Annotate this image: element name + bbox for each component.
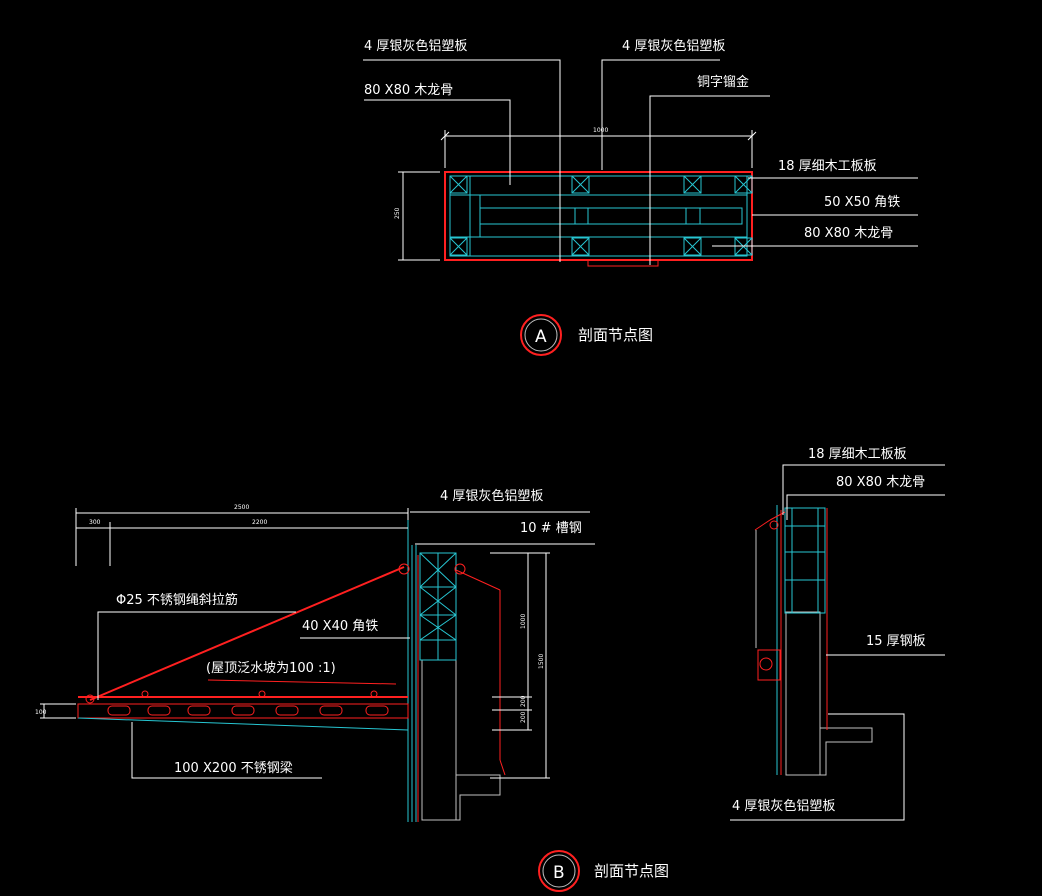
section-b-marker-circle xyxy=(538,850,580,892)
section-a-label-wood-keel-bottom: 80 X80 木龙骨 xyxy=(804,226,893,241)
section-b-dim-v2: 1500 xyxy=(538,654,545,669)
section-c-label-blockboard: 18 厚细木工板板 xyxy=(808,447,907,462)
section-b-label-panel: 4 厚银灰色铝塑板 xyxy=(440,488,543,504)
section-b-label-slope-note: (屋顶泛水坡为100 :1) xyxy=(206,661,336,676)
section-b-dim-beam-h: 100 xyxy=(35,709,47,716)
section-b-marker: B xyxy=(553,863,565,883)
section-b-label-beam: 100 X200 不锈钢梁 xyxy=(174,761,293,776)
section-a-marker-circle xyxy=(520,314,562,356)
section-a-wood-frame xyxy=(449,175,748,257)
section-b-label-angle-iron: 40 X40 角铁 xyxy=(302,619,378,634)
section-b-dim-v3: 200 xyxy=(520,695,527,707)
section-b-label-cable: Φ25 不锈钢绳斜拉筋 xyxy=(116,592,238,608)
section-c-label-panel: 4 厚银灰色铝塑板 xyxy=(732,798,835,814)
section-c-label-steel-plate: 15 厚钢板 xyxy=(866,634,926,649)
section-a-label-wood-keel-top: 80 X80 木龙骨 xyxy=(364,83,453,98)
section-b-dim-v1: 1000 xyxy=(520,614,527,629)
section-c-frame xyxy=(784,507,826,614)
section-a-label-panel-right: 4 厚银灰色铝塑板 xyxy=(622,38,725,54)
section-a-dim-height: 250 xyxy=(394,207,401,219)
section-a-label-blockboard: 18 厚细木工板板 xyxy=(778,159,877,174)
section-a-label-angle-iron: 50 X50 角铁 xyxy=(824,195,900,210)
section-c-detail: 18 厚细木工板板 80 X80 木龙骨 15 厚钢板 4 厚银灰色铝塑板 xyxy=(730,447,945,821)
section-a-label-copper-letter: 铜字镏金 xyxy=(697,74,749,90)
section-c-label-wood-keel: 80 X80 木龙骨 xyxy=(836,475,925,490)
section-b-dim-total: 2500 xyxy=(234,504,249,511)
section-b-dim-right: 2200 xyxy=(252,519,267,526)
section-b-dim-v4: 200 xyxy=(520,711,527,723)
section-b-label-channel-steel: 10 # 槽钢 xyxy=(520,521,582,536)
section-a-title: 剖面节点图 xyxy=(578,326,653,344)
section-b-dim-left: 300 xyxy=(89,519,101,526)
section-b-title: 剖面节点图 xyxy=(594,862,669,880)
section-a-label-panel-left: 4 厚银灰色铝塑板 xyxy=(364,38,467,54)
section-a-outer-panel xyxy=(444,171,753,261)
section-b-detail: 100 2500 300 2200 1000 1500 200 200 4 厚银… xyxy=(35,488,669,892)
section-a-detail: 1000 250 4 厚银灰色铝塑板 4 厚银灰色铝塑板 80 X80 木龙骨 … xyxy=(363,38,918,356)
section-a-marker: A xyxy=(535,327,547,347)
section-b-stay-cable xyxy=(89,566,405,701)
section-a-dim-width: 1000 xyxy=(593,127,608,134)
